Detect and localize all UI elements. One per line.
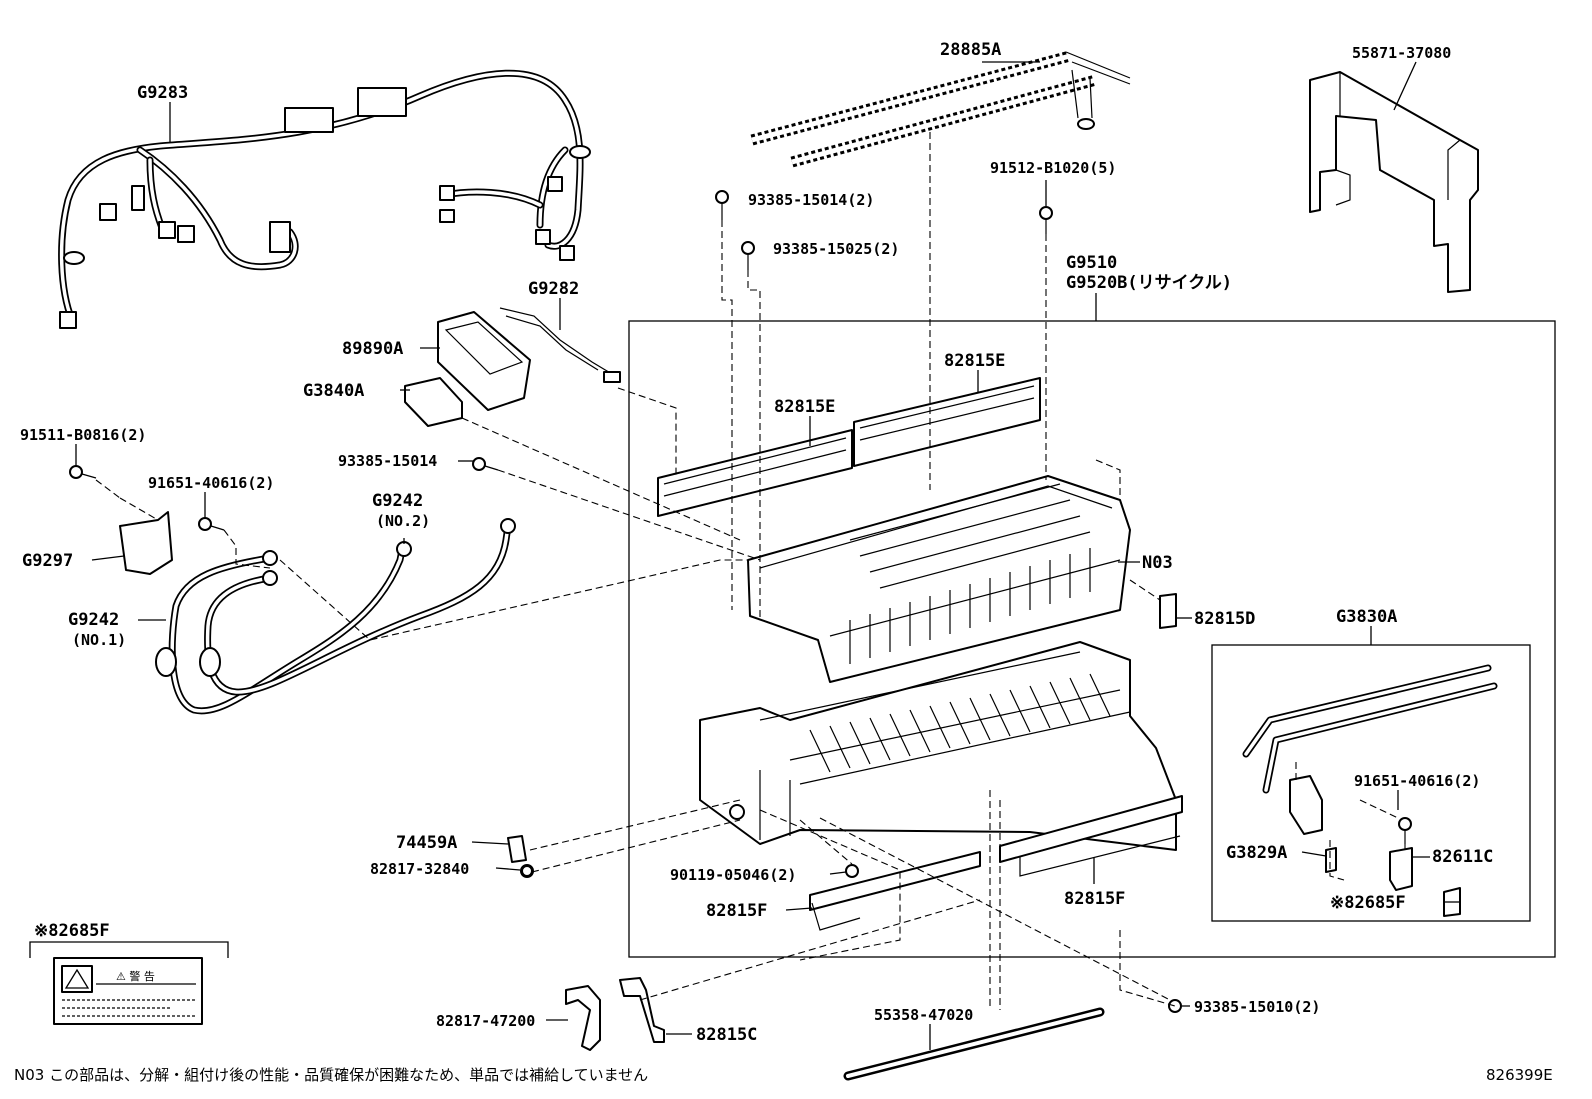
bracket-55871-drawing (1309, 71, 1479, 293)
label-g9510[interactable]: G9510 (1066, 253, 1117, 273)
label-82815f-left[interactable]: 82815F (706, 901, 767, 921)
label-82817-47200[interactable]: 82817-47200 (436, 1012, 535, 1030)
label-g9282[interactable]: G9282 (528, 279, 579, 299)
label-91651-40616-2-right[interactable]: 91651-40616(2) (1354, 772, 1480, 790)
label-55358-47020[interactable]: 55358-47020 (874, 1006, 973, 1024)
diagram-id: 826399E (1486, 1066, 1553, 1084)
label-g9520b[interactable]: G9520B(リサイクル) (1066, 273, 1232, 293)
g9242-cables-drawing (155, 518, 516, 715)
g9283-harness-drawing (58, 69, 591, 329)
clip-74459a (507, 835, 527, 863)
label-g9242-no2-sub: (NO.2) (376, 512, 430, 530)
assembly-frame (628, 320, 1556, 958)
label-82611c[interactable]: 82611C (1432, 847, 1493, 867)
assembly-dashed-lines (95, 132, 1406, 1010)
label-93385-15014[interactable]: 93385-15014 (338, 452, 437, 470)
g9297-bracket (119, 511, 173, 575)
covers-82815e-drawing (657, 377, 1041, 517)
label-82817-32840[interactable]: 82817-32840 (370, 860, 469, 878)
label-g9242-no1[interactable]: G9242 (68, 610, 119, 630)
label-91512-b1020-5[interactable]: 91512-B1020(5) (990, 159, 1116, 177)
clip-82815d (1159, 593, 1177, 629)
label-28885a[interactable]: 28885A (940, 40, 1001, 60)
bolt-icons (69, 190, 1412, 1013)
label-74459a[interactable]: 74459A (396, 833, 457, 853)
leader-lines (75, 61, 1460, 1050)
bracket-82817-47200 (565, 985, 601, 1051)
duct-hoses-drawing (750, 50, 1131, 168)
bracket-82815c (619, 977, 665, 1043)
label-93385-15010-2[interactable]: 93385-15010(2) (1194, 998, 1320, 1016)
label-g9297[interactable]: G9297 (22, 551, 73, 571)
label-g3829a[interactable]: G3829A (1226, 843, 1287, 863)
label-g9242-no2[interactable]: G9242 (372, 491, 423, 511)
ecu-drawing (404, 307, 621, 427)
nut-82817-32840 (521, 865, 533, 877)
label-g9242-no1-sub: (NO.1) (72, 631, 126, 649)
label-82815e-1[interactable]: 82815E (774, 397, 835, 417)
label-89890a[interactable]: 89890A (342, 339, 403, 359)
label-82815e-2[interactable]: 82815E (944, 351, 1005, 371)
upper-case-n03-drawing (747, 475, 1131, 683)
label-91651-40616-2-left[interactable]: 91651-40616(2) (148, 474, 274, 492)
label-82685f[interactable]: ※82685F (1330, 893, 1406, 913)
footnote: N03 この部品は、分解・組付け後の性能・品質確保が困難なため、単品では補給して… (14, 1066, 648, 1084)
label-82815c[interactable]: 82815C (696, 1025, 757, 1045)
label-90119-05046-2[interactable]: 90119-05046(2) (670, 866, 796, 884)
warning-label-heading: ⚠ 警 告 (116, 969, 155, 983)
warning-label-title[interactable]: ※82685F (34, 921, 110, 941)
label-91511-b0816-2[interactable]: 91511-B0816(2) (20, 426, 146, 444)
battery-stack-drawing (699, 641, 1177, 851)
label-55871-37080[interactable]: 55871-37080 (1352, 44, 1451, 62)
label-82815f-right[interactable]: 82815F (1064, 889, 1125, 909)
label-g9283[interactable]: G9283 (137, 83, 188, 103)
label-n03[interactable]: N03 (1142, 553, 1173, 573)
label-g3830a[interactable]: G3830A (1336, 607, 1397, 627)
warning-label-inset (29, 941, 229, 1025)
label-93385-15025-2[interactable]: 93385-15025(2) (773, 240, 899, 258)
label-93385-15014-2[interactable]: 93385-15014(2) (748, 191, 874, 209)
g3830a-parts-drawing (1242, 664, 1498, 917)
label-g3840a[interactable]: G3840A (303, 381, 364, 401)
label-82815d[interactable]: 82815D (1194, 609, 1255, 629)
